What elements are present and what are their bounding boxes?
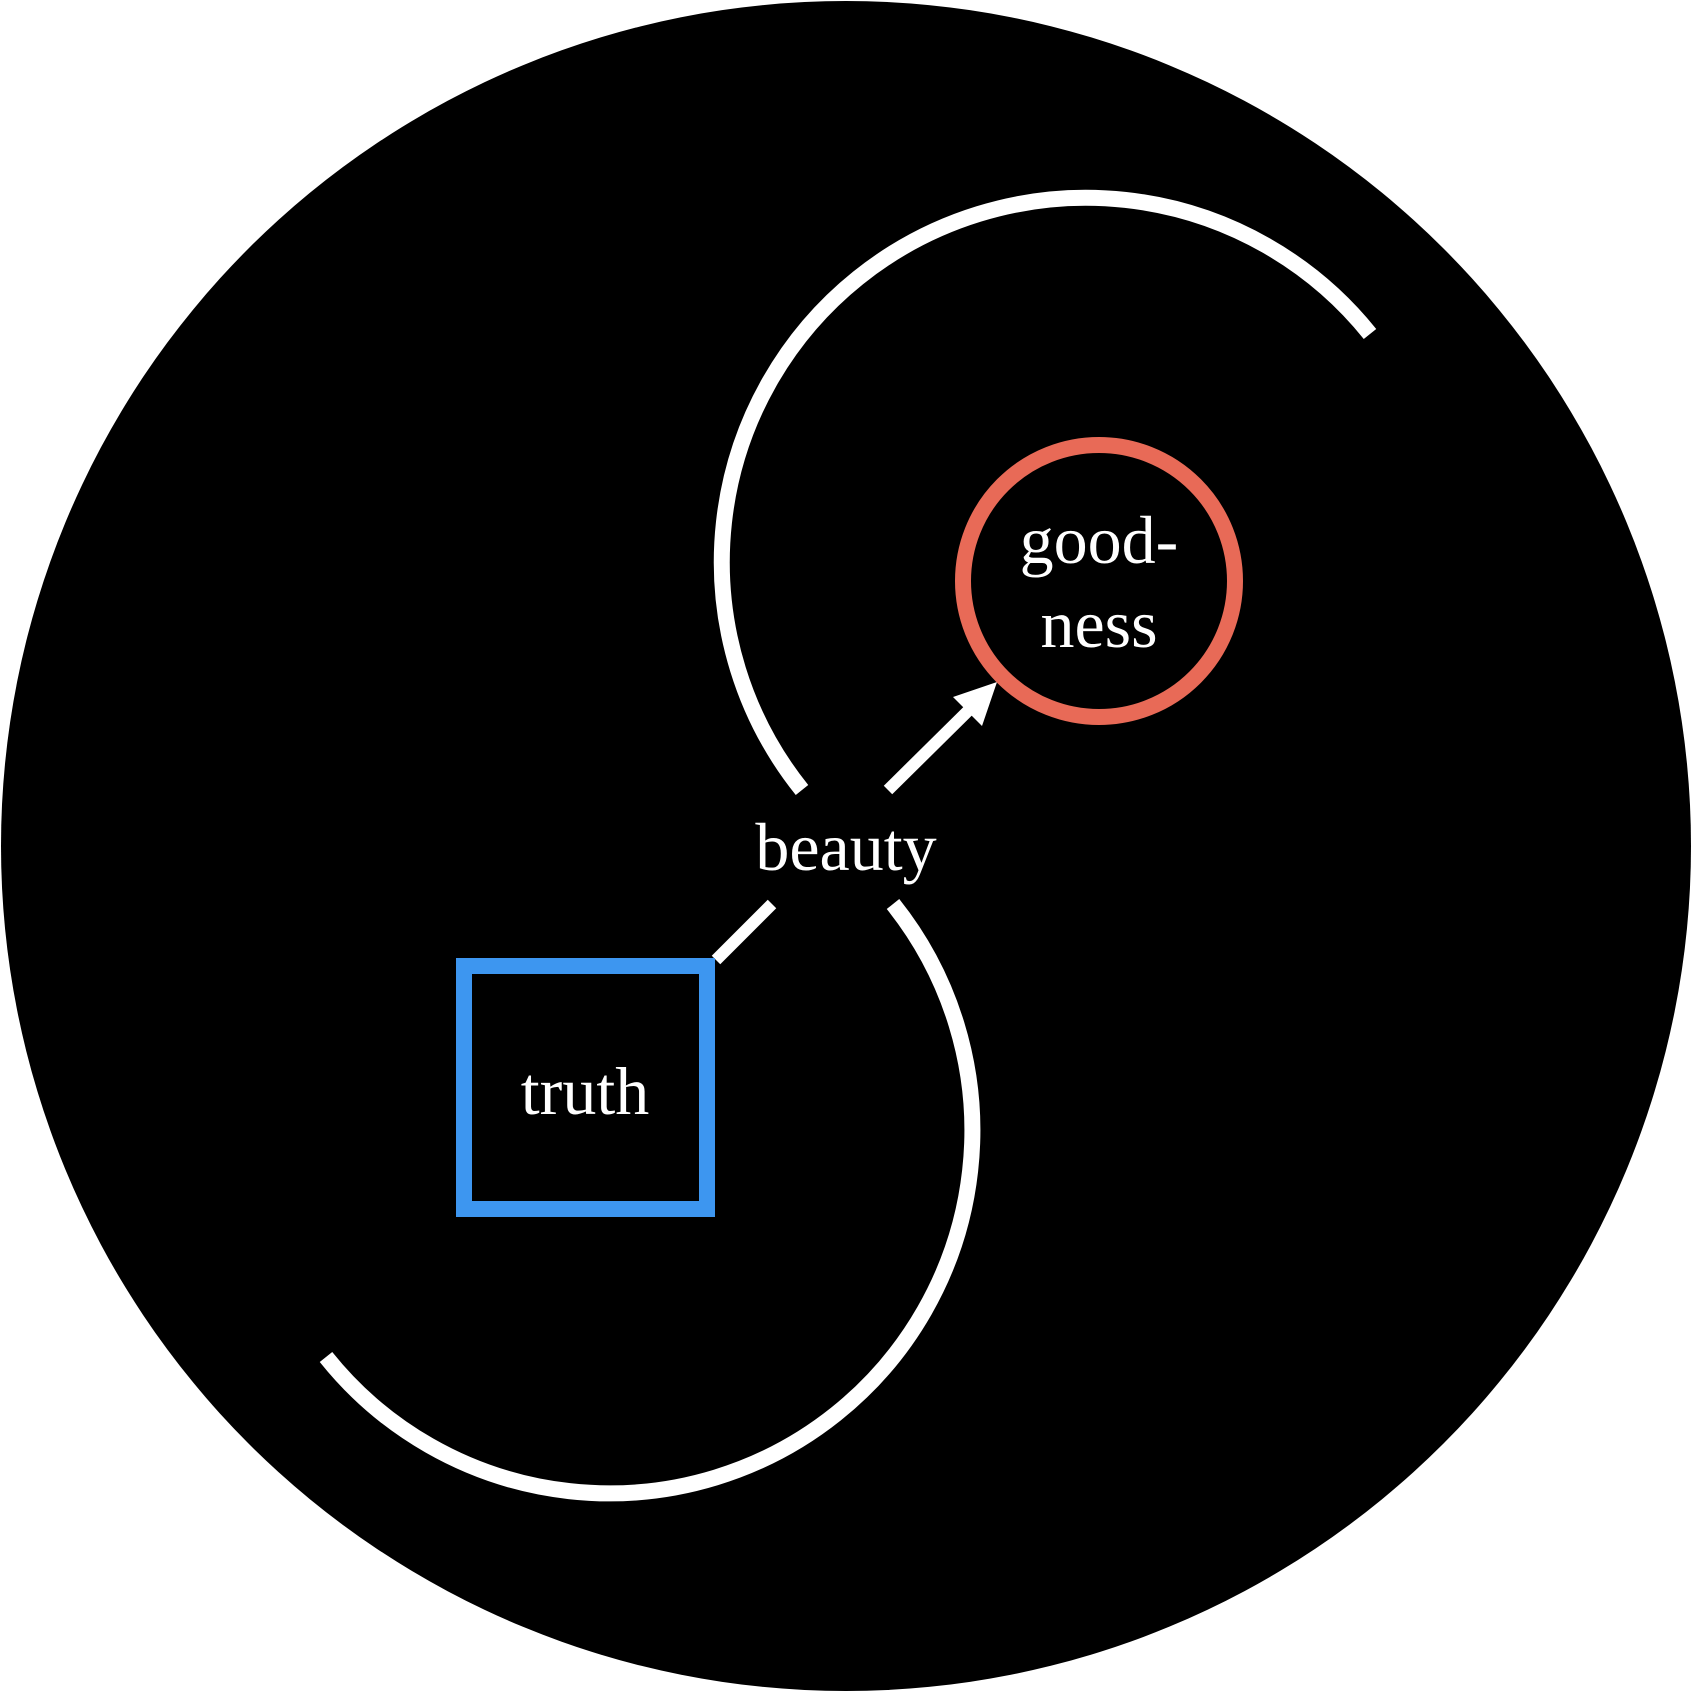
truth-label: truth <box>521 1053 649 1129</box>
arrowhead-icon <box>953 682 997 726</box>
arrow-shaft <box>883 700 979 795</box>
goodness-label-line1: good- <box>1020 502 1179 578</box>
beauty-label: beauty <box>755 809 936 885</box>
node-truth: truth <box>456 958 715 1217</box>
upper-arc <box>713 189 1377 795</box>
edge-beauty-to-truth <box>711 899 777 965</box>
edge-beauty-to-goodness <box>883 682 997 795</box>
truth-square <box>456 958 715 1217</box>
goodness-circle <box>955 437 1243 725</box>
lower-arc <box>319 899 981 1502</box>
goodness-label-line2: ness <box>1040 586 1157 662</box>
node-goodness: good- ness <box>955 437 1243 725</box>
